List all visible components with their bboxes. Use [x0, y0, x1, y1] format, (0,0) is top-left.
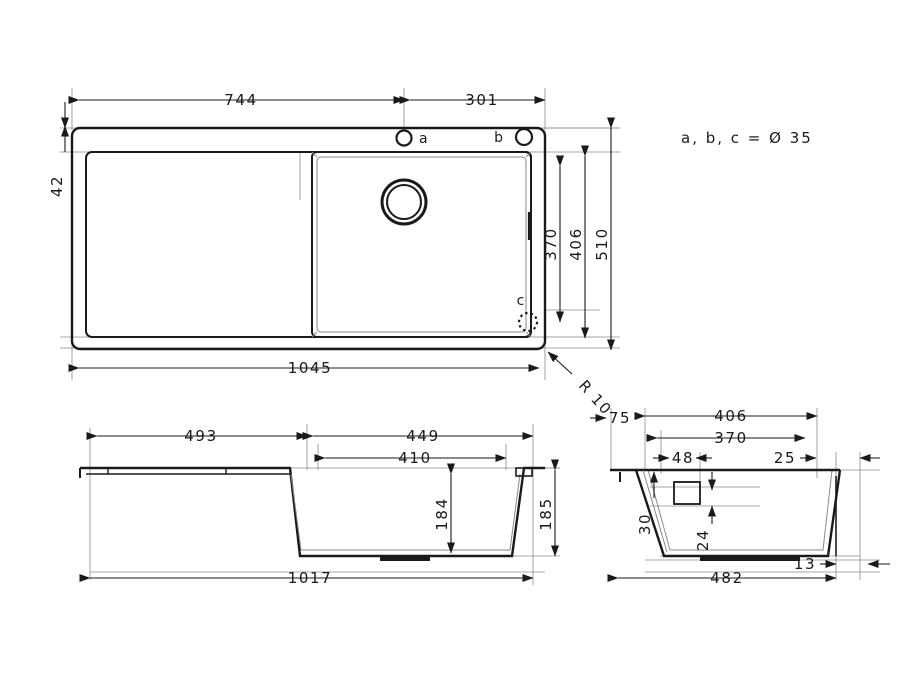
dim-744-text: 744	[224, 91, 257, 109]
dim-1017: 1017	[79, 569, 534, 587]
dim-75: 75	[590, 409, 631, 427]
dim-42-text: 42	[48, 175, 66, 197]
tap-hole-c	[517, 311, 539, 333]
front-section-view: 493 449 410 184 185 1017	[79, 424, 560, 587]
basin-opening-inner	[316, 156, 527, 333]
drain-inner-ring	[386, 184, 422, 220]
dim-42: 42	[48, 102, 69, 197]
dim-370-top-text: 370	[542, 227, 560, 260]
dim-13-text: 13	[794, 555, 816, 573]
dim-301-text: 301	[465, 91, 498, 109]
dim-75-text: 75	[609, 409, 631, 427]
dim-30-text: 30	[636, 513, 654, 535]
dim-406-side: 406	[634, 407, 818, 425]
overflow-box	[673, 481, 701, 505]
hole-label-b: b	[494, 130, 504, 146]
basin-opening	[311, 151, 532, 338]
dim-493-text: 493	[184, 427, 217, 445]
dim-25: 25	[774, 449, 817, 467]
tap-hole-a	[395, 129, 413, 147]
dim-493: 493	[86, 427, 308, 445]
dim-449-text: 449	[406, 427, 439, 445]
dim-25-text: 25	[774, 449, 796, 467]
tap-hole-b	[514, 127, 534, 147]
dim-482: 482	[607, 569, 837, 587]
dim-48: 48	[653, 449, 712, 467]
dim-510: 510	[593, 117, 615, 351]
basin-corner-tl	[311, 151, 318, 158]
basin-corner-tr	[525, 151, 532, 158]
dim-185-text: 185	[537, 497, 555, 530]
side-section-view: 75 406 370 48 25 30	[590, 407, 890, 587]
dim-184-text: 184	[433, 497, 451, 530]
dim-24: 24	[694, 472, 716, 551]
dim-370-side: 370	[646, 429, 806, 447]
dim-13: 13	[794, 555, 837, 573]
dim-406-side-text: 406	[714, 407, 747, 425]
drain-outer-ring	[380, 178, 428, 226]
dim-510-text: 510	[593, 227, 611, 260]
dim-30: 30	[636, 471, 658, 535]
dim-744: 744	[68, 91, 405, 109]
sink-outer-rim	[70, 126, 547, 351]
dim-48-text: 48	[672, 449, 694, 467]
dim-370-side-text: 370	[714, 429, 747, 447]
side-wall-hidden	[642, 469, 668, 553]
hole-diameter-note: a, b, c = Ø 35	[681, 129, 813, 147]
dim-406-top: 406	[567, 145, 589, 339]
dim-406-top-text: 406	[567, 227, 585, 260]
dim-right-edge-arrows	[859, 454, 890, 568]
dim-185: 185	[537, 459, 559, 557]
top-view: a b c 744 301 42 370 406	[48, 88, 813, 419]
dim-1017-text: 1017	[288, 569, 333, 587]
hole-label-a: a	[419, 131, 429, 147]
drainboard-ribs	[86, 468, 291, 475]
dim-1045-text: 1045	[288, 359, 333, 377]
dim-449: 449	[302, 427, 534, 445]
dim-301: 301	[399, 91, 546, 109]
side-base-foot	[700, 556, 800, 561]
basin-corner-bl	[311, 331, 318, 338]
side-bowl-inner	[647, 469, 833, 551]
right-edge-lip	[515, 467, 533, 477]
dim-410-text: 410	[398, 449, 431, 467]
dim-184: 184	[433, 463, 455, 554]
dim-370-top: 370	[542, 155, 564, 323]
dim-482-text: 482	[710, 569, 743, 587]
bowl-base-foot	[380, 556, 430, 561]
basin-corner-br	[525, 331, 532, 338]
dim-410: 410	[314, 449, 507, 467]
hole-label-c: c	[517, 293, 526, 309]
dim-24-text: 24	[694, 529, 712, 551]
dim-1045: 1045	[68, 359, 540, 377]
